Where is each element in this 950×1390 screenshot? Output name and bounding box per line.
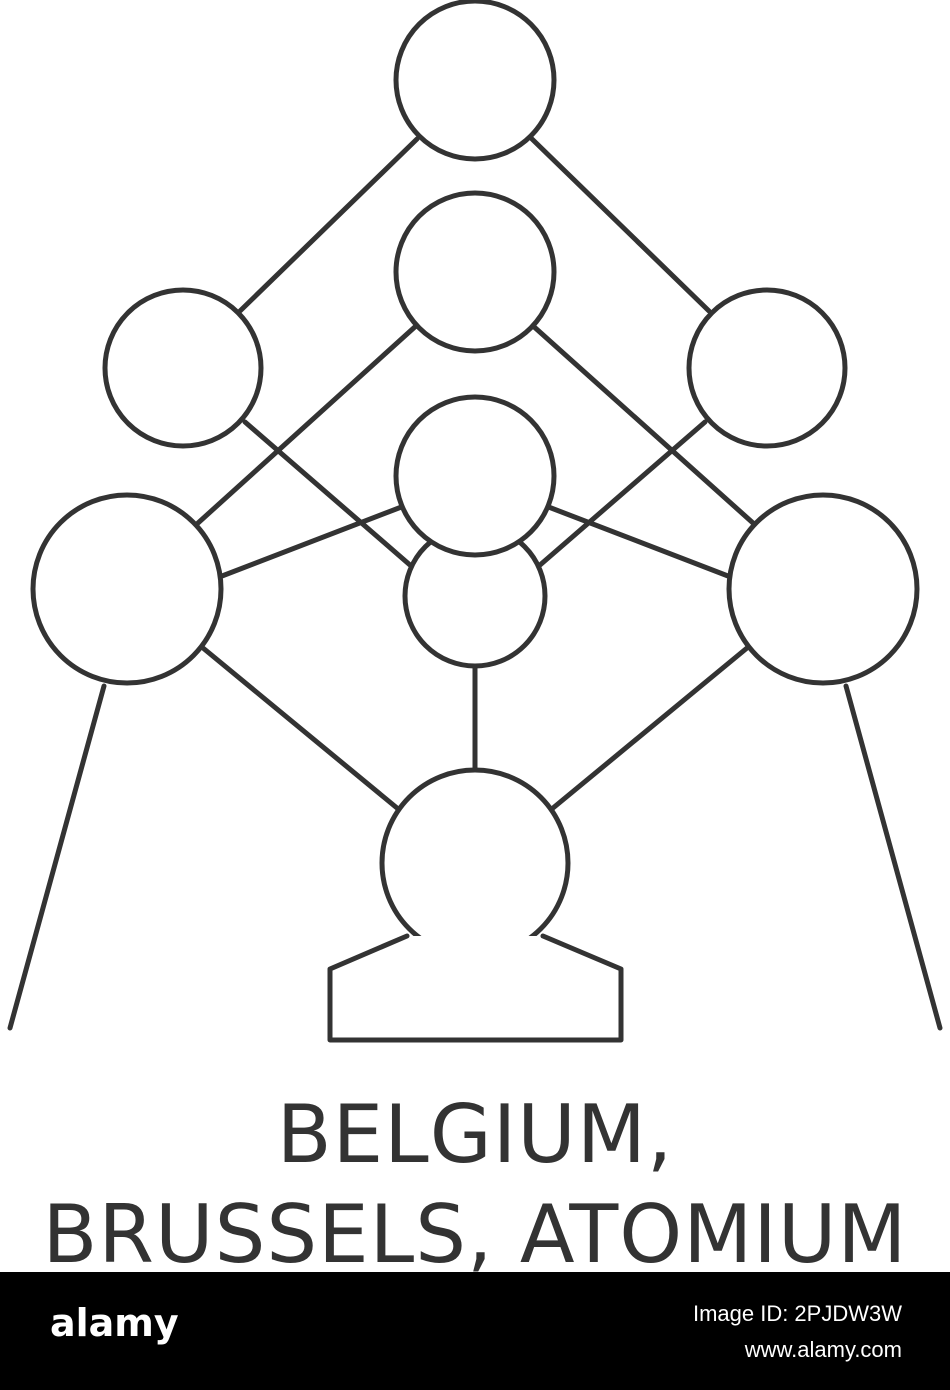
atomium-legs xyxy=(7,683,943,1031)
alamy-logo: alamy xyxy=(50,1301,179,1345)
image-id: Image ID: 2PJDW3W xyxy=(692,1301,902,1326)
atomium-rods xyxy=(195,136,756,811)
watermark-info: Image ID: 2PJDW3W www.alamy.com xyxy=(693,1296,902,1368)
caption-line-2: BRUSSELS, ATOMIUM xyxy=(42,1188,908,1281)
watermark-url: www.alamy.com xyxy=(744,1337,902,1362)
atomium-spheres xyxy=(30,0,920,959)
atomium-icon xyxy=(7,0,943,1043)
caption-line-1: BELGIUM, xyxy=(276,1088,674,1181)
atomium-base xyxy=(327,933,624,1043)
watermark-bar: alamy Image ID: 2PJDW3W www.alamy.com xyxy=(0,1272,950,1390)
svg-text:alamy: alamy xyxy=(50,1301,179,1345)
artwork: BELGIUM, BRUSSELS, ATOMIUM xyxy=(7,0,943,1280)
